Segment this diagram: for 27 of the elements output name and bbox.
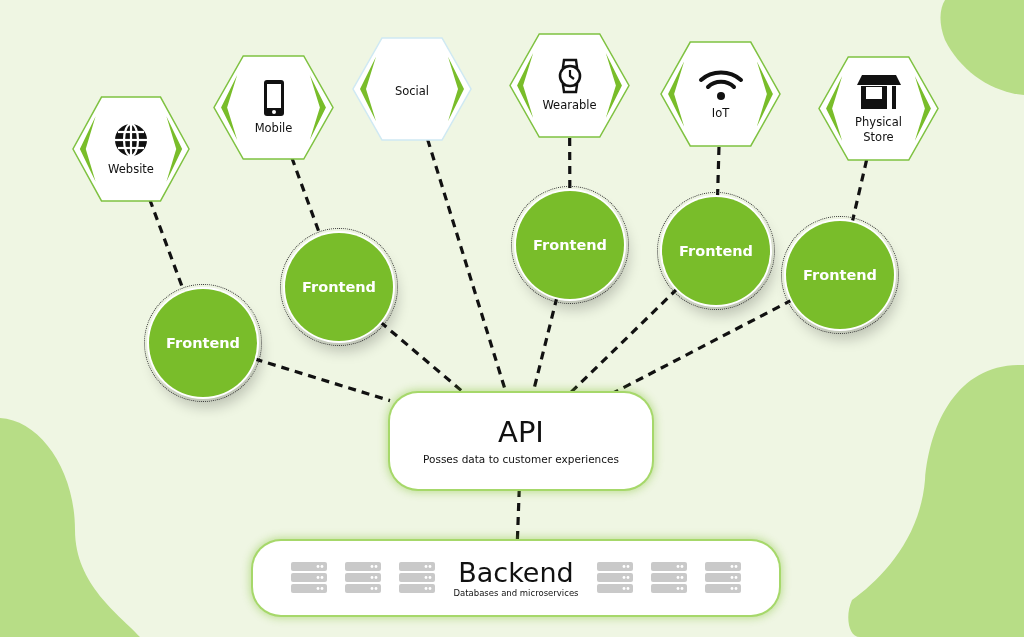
- dashed-connector: [850, 159, 869, 223]
- node-label: Frontend: [533, 237, 607, 253]
- node-label: Frontend: [803, 267, 877, 283]
- frontend-circle: [285, 233, 393, 341]
- backend-card: [253, 541, 779, 615]
- node-label: Physical Store: [854, 115, 903, 144]
- node-label: Frontend: [166, 335, 240, 351]
- frontend-circle: [516, 191, 624, 299]
- frontend-circle: [149, 289, 257, 397]
- dashed-connector: [254, 357, 391, 403]
- node-title: API: [498, 417, 544, 449]
- node-title: Backend: [458, 557, 574, 588]
- node-label: Frontend: [679, 243, 753, 259]
- node-label: Mobile: [253, 121, 294, 136]
- node-subtitle: Databases and microservices: [453, 588, 579, 599]
- dashed-connector: [715, 146, 721, 198]
- node-label: Social: [393, 83, 431, 99]
- dashed-connector: [515, 488, 521, 542]
- node-label: Website: [107, 161, 155, 177]
- frontend-circle: [786, 221, 894, 329]
- api-card: [390, 393, 652, 489]
- node-label: Frontend: [302, 279, 376, 295]
- dashed-connector: [568, 138, 572, 191]
- node-subtitle: Posses data to customer experiences: [423, 452, 619, 465]
- node-label: Wearable: [541, 98, 598, 113]
- node-label: IoT: [710, 105, 731, 121]
- frontend-circle: [662, 197, 770, 305]
